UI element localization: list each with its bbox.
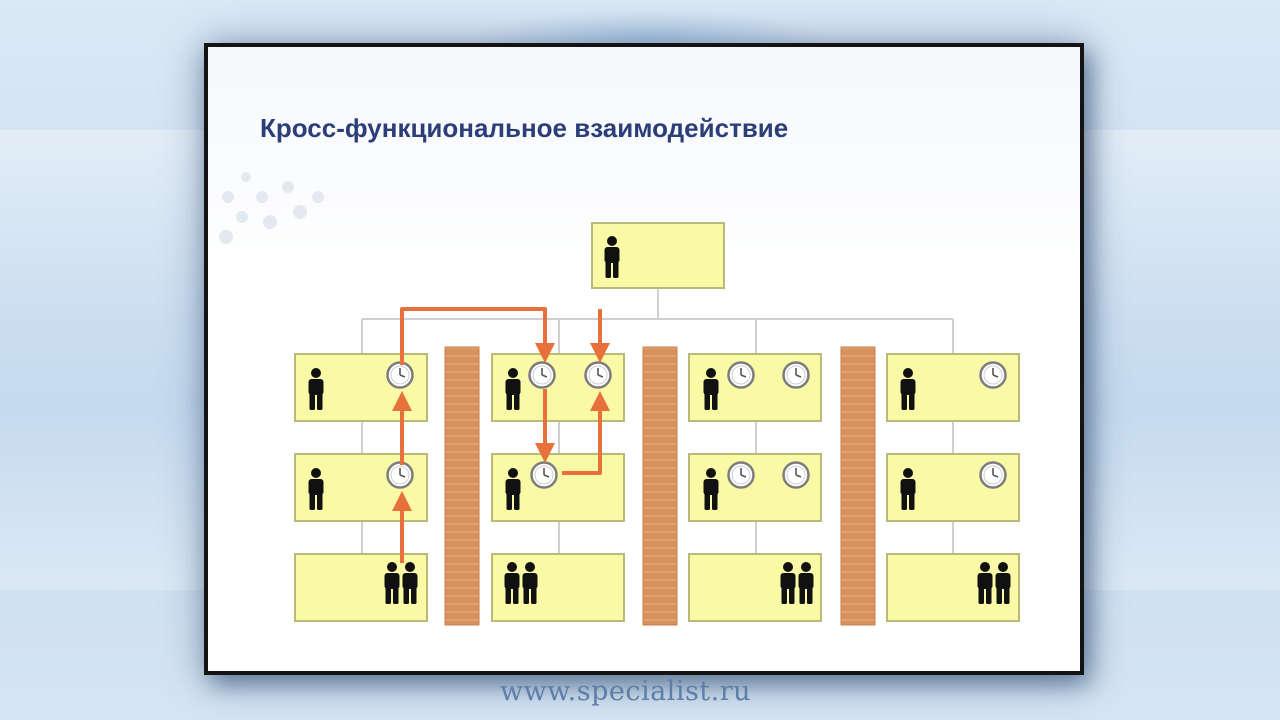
clock-icon <box>979 461 1007 489</box>
slide-title: Кросс-функциональное взаимодействие <box>260 113 789 143</box>
dept-3-mid-box <box>688 453 822 522</box>
dept-1-mid-box <box>294 453 428 522</box>
dept-3-staff-box <box>688 553 822 622</box>
flow-arrow-3 <box>400 307 555 365</box>
connector-lines <box>361 287 954 553</box>
clock-icon <box>782 361 810 389</box>
decorative-dots <box>219 172 324 244</box>
dept-2-staff-box <box>491 553 625 622</box>
dept-4-head-box <box>886 353 1020 422</box>
divider-bar-1 <box>444 346 480 626</box>
flow-arrow-5 <box>562 391 610 475</box>
clock-icon <box>386 361 414 389</box>
top-manager-box <box>591 222 725 289</box>
clock-icon <box>727 361 755 389</box>
dept-4-staff-box <box>886 553 1020 622</box>
clock-icon <box>530 461 558 489</box>
divider-bar-3 <box>840 346 876 626</box>
clock-icon <box>528 361 556 389</box>
dept-1-head-box <box>294 353 428 422</box>
divider-bar-2 <box>642 346 678 626</box>
presentation-slide: Кросс-функциональное взаимодействие <box>204 43 1084 675</box>
org-diagram <box>219 172 1020 626</box>
clock-icon <box>782 461 810 489</box>
clock-icon <box>386 461 414 489</box>
clock-icon <box>727 461 755 489</box>
clock-icon <box>584 361 612 389</box>
dept-1-staff-box <box>294 553 428 622</box>
clock-icon <box>979 361 1007 389</box>
dept-2-mid-box <box>491 453 625 522</box>
dept-4-mid-box <box>886 453 1020 522</box>
footer-url: www.specialist.ru <box>500 676 752 707</box>
interaction-flow-arrows <box>392 307 610 563</box>
dept-2-head-box <box>491 353 625 422</box>
dept-3-head-box <box>688 353 822 422</box>
